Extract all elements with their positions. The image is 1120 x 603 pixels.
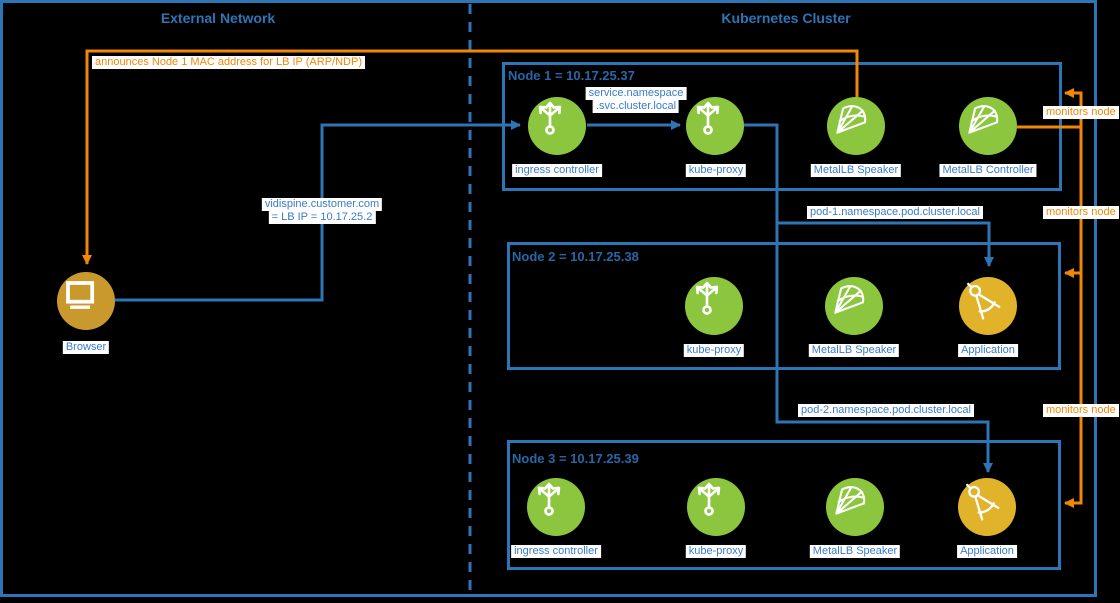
kubernetes-cluster-title: Kubernetes Cluster bbox=[721, 10, 851, 26]
browser-label: Browser bbox=[62, 341, 110, 354]
node3-application-label: Application bbox=[957, 545, 1017, 558]
monitors-node-label-2: monitors node bbox=[1043, 206, 1119, 219]
application-compass-icon bbox=[967, 282, 1001, 320]
node-1-title: Node 1 = 10.17.25.37 bbox=[508, 68, 635, 83]
node1-ingress-controller bbox=[528, 97, 586, 155]
monitor-icon bbox=[66, 281, 95, 309]
pod1-dns-label: pod-1.namespace.pod.cluster.local bbox=[807, 206, 983, 219]
node3-speaker-label: MetalLB Speaker bbox=[809, 545, 901, 558]
application-compass-icon bbox=[966, 483, 1000, 521]
node1-speaker-label: MetalLB Speaker bbox=[810, 164, 902, 177]
kube-proxy-icon bbox=[696, 101, 720, 135]
node1-ingress-label: ingress controller bbox=[512, 164, 602, 177]
node-3-box bbox=[507, 440, 1061, 570]
node3-kubeproxy-label: kube-proxy bbox=[685, 545, 747, 558]
kube-proxy-icon bbox=[538, 101, 562, 135]
outer-border bbox=[0, 0, 1097, 597]
monitors-node-label-3: monitors node bbox=[1043, 404, 1119, 417]
monitors-node-label-1: monitors node bbox=[1043, 106, 1119, 119]
service-dns-label: service.namespace .svc.cluster.local bbox=[585, 87, 687, 113]
vidispine-lb-ip-label: vidispine.customer.com = LB IP = 10.17.2… bbox=[261, 198, 383, 224]
node2-application-label: Application bbox=[958, 344, 1018, 357]
announce-mac-label: announces Node 1 MAC address for LB IP (… bbox=[92, 56, 365, 69]
browser-node bbox=[57, 272, 115, 330]
external-network-title: External Network bbox=[160, 10, 276, 26]
node2-application bbox=[959, 277, 1017, 335]
pod2-dns-label: pod-2.namespace.pod.cluster.local bbox=[798, 404, 974, 417]
node2-metallb-speaker bbox=[825, 277, 883, 335]
node3-metallb-speaker bbox=[826, 478, 884, 536]
node-2-box bbox=[507, 242, 1061, 370]
node2-kube-proxy bbox=[685, 277, 743, 335]
node-3-title: Node 3 = 10.17.25.39 bbox=[512, 451, 639, 466]
metallb-icon bbox=[836, 105, 867, 134]
kubeproxy-to-pod1-connector bbox=[777, 221, 994, 267]
speaker-announce-connector bbox=[82, 49, 859, 265]
node3-kube-proxy bbox=[687, 478, 745, 536]
kube-proxy-icon bbox=[695, 281, 719, 315]
node3-ingress-label: ingress controller bbox=[511, 545, 601, 558]
metallb-icon bbox=[834, 285, 865, 314]
kube-proxy-icon bbox=[697, 482, 721, 516]
node2-speaker-label: MetalLB Speaker bbox=[808, 344, 900, 357]
node1-metallb-controller bbox=[959, 97, 1017, 155]
node1-controller-label: MetalLB Controller bbox=[939, 164, 1037, 177]
metallb-icon bbox=[835, 486, 866, 515]
node2-kubeproxy-label: kube-proxy bbox=[683, 344, 745, 357]
node1-kubeproxy-label: kube-proxy bbox=[685, 164, 747, 177]
node1-metallb-speaker bbox=[827, 97, 885, 155]
metallb-icon bbox=[968, 105, 999, 134]
node1-kube-proxy bbox=[686, 97, 744, 155]
node-2-title: Node 2 = 10.17.25.38 bbox=[512, 249, 639, 264]
kubeproxy-to-pod2-connector bbox=[744, 123, 993, 473]
kube-proxy-icon bbox=[537, 482, 561, 516]
node3-ingress-controller bbox=[527, 478, 585, 536]
controller-monitors-node3-connector bbox=[1064, 273, 1083, 508]
controller-monitors-node2-connector bbox=[1064, 127, 1083, 278]
node3-application bbox=[958, 478, 1016, 536]
